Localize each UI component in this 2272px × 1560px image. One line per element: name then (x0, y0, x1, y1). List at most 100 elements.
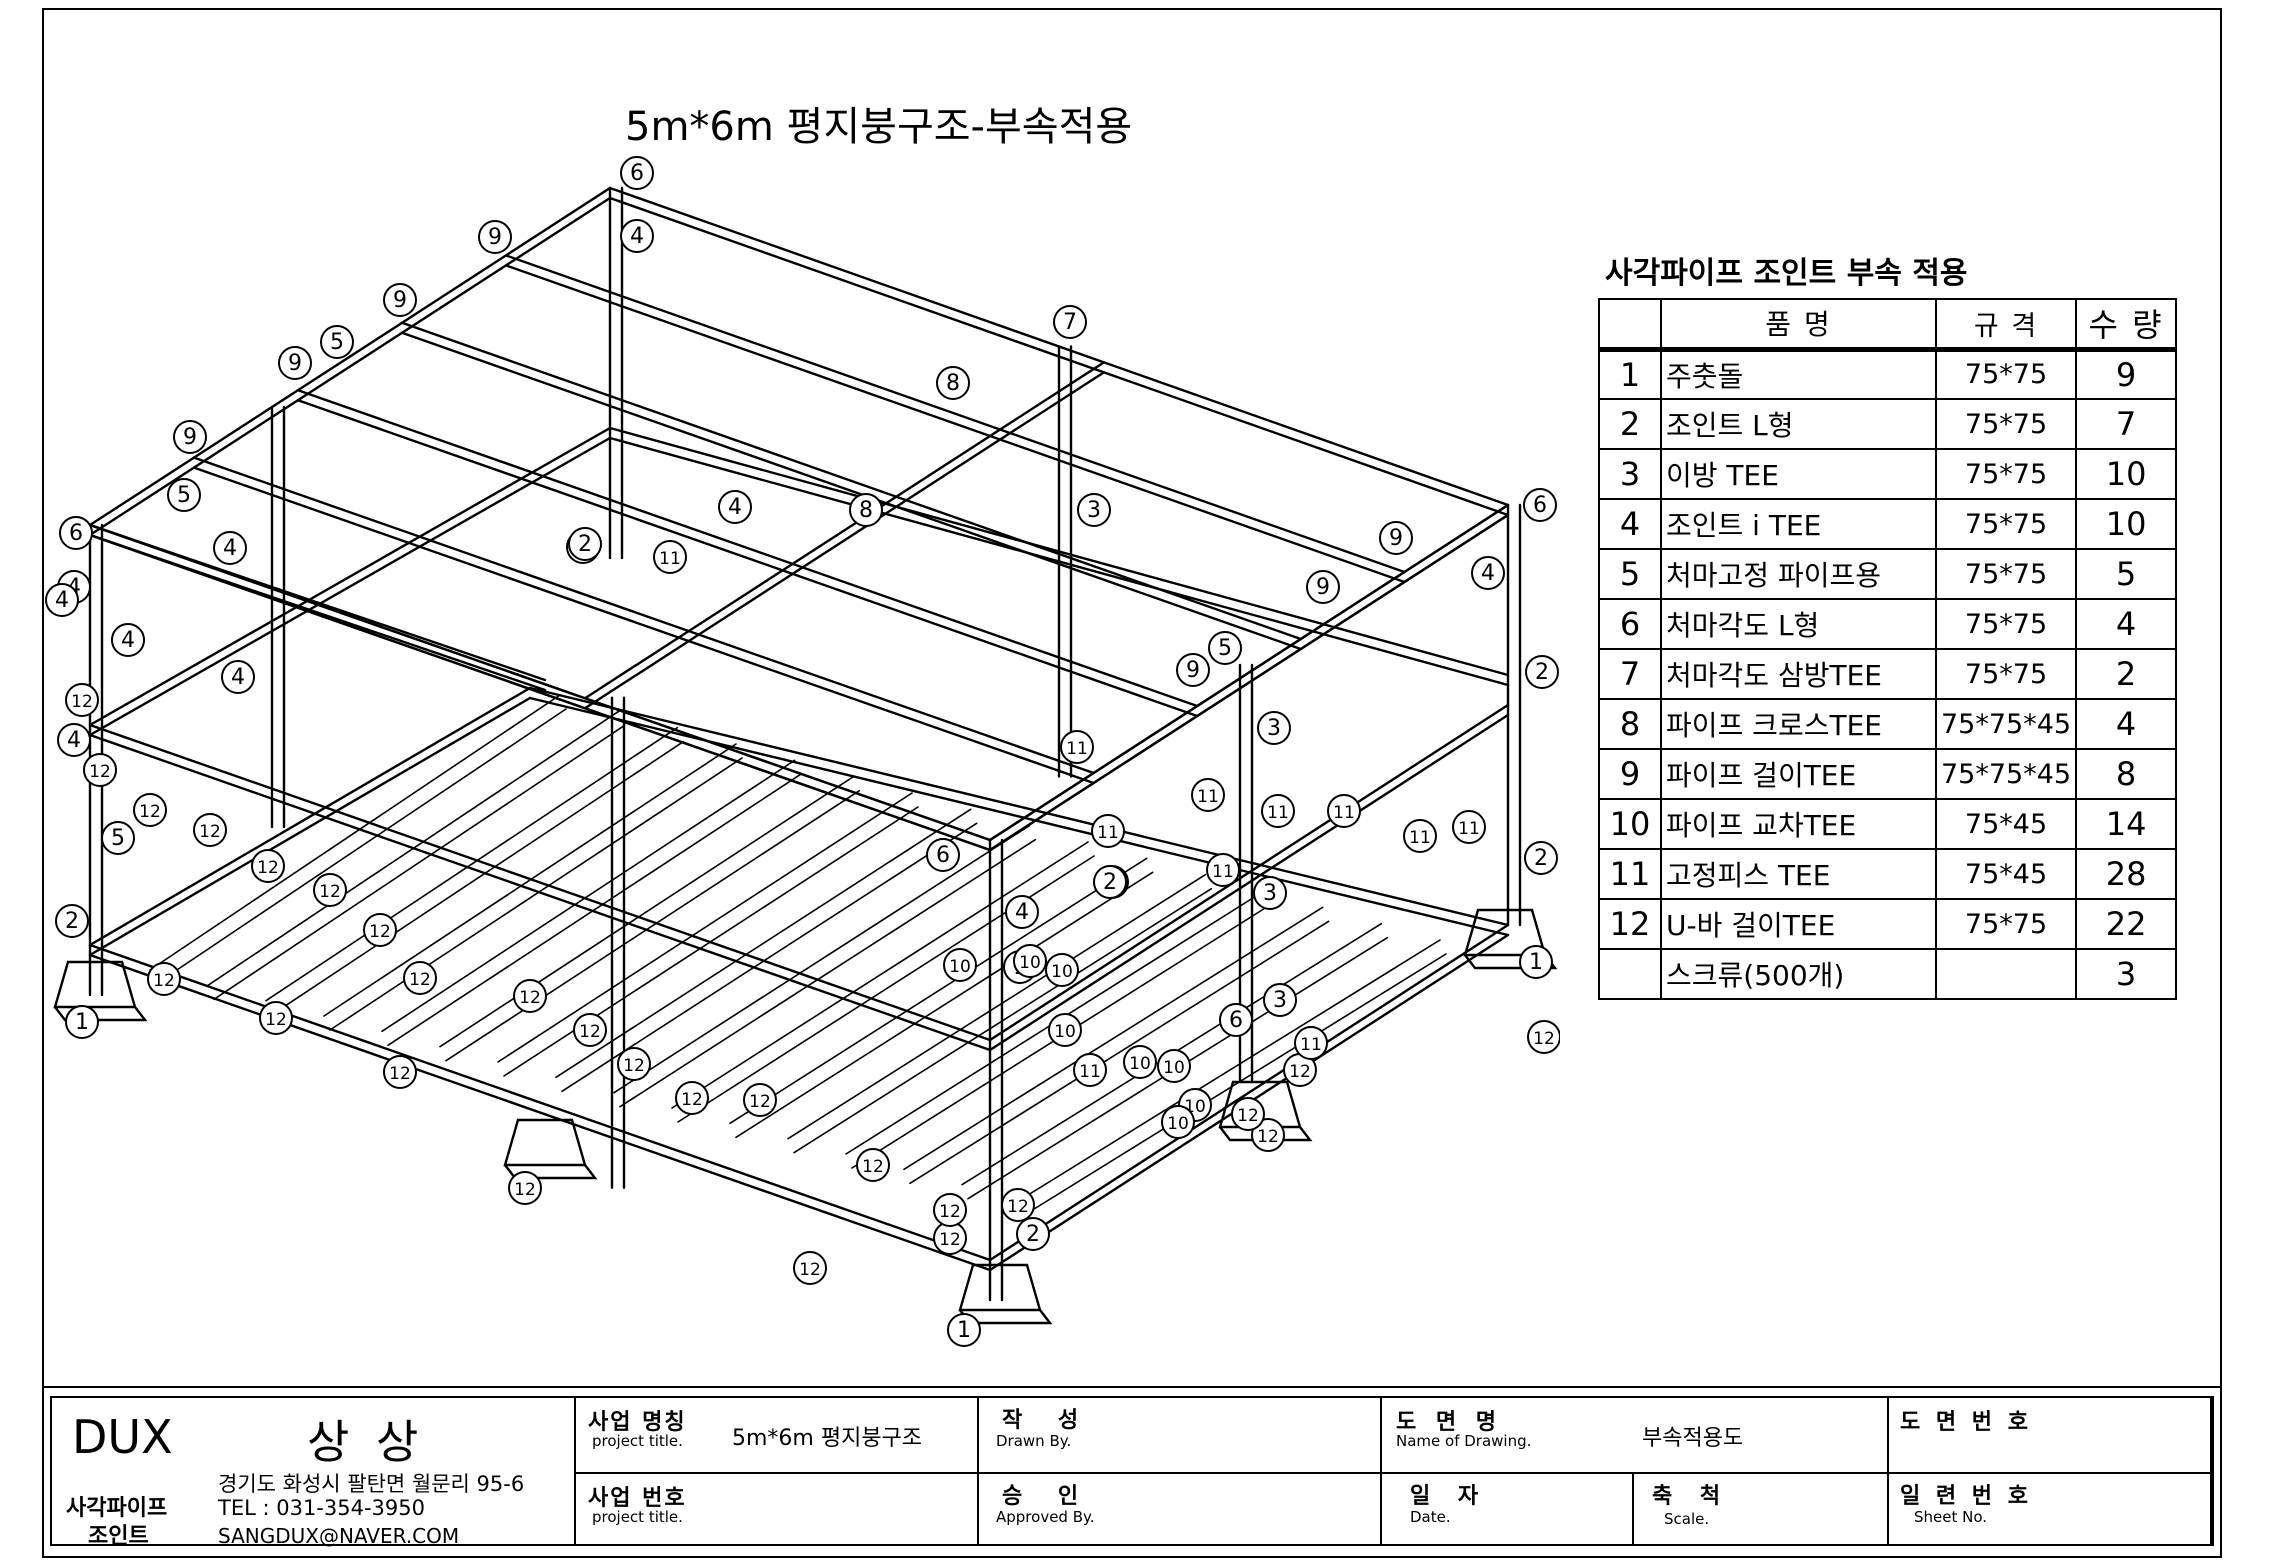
callout-marker: 4 (45, 583, 79, 617)
drawn-by-label-en: Drawn By. (996, 1432, 1072, 1450)
parts-cell-no: 4 (1598, 498, 1662, 550)
callout-label: 12 (519, 988, 541, 1008)
frame-member (583, 361, 1106, 700)
callout-circle (743, 1083, 777, 1117)
frame-member (1019, 939, 1441, 1201)
parts-cell-spec (1934, 948, 2078, 1000)
callout-label: 11 (1066, 739, 1088, 759)
frame-member (787, 873, 1207, 1140)
callout-circle (383, 1055, 417, 1089)
callout-label: 5 (177, 483, 191, 508)
callout-circle (856, 1148, 890, 1182)
callout-marker: 11 (1091, 814, 1125, 848)
callout-marker: 7 (1053, 305, 1087, 339)
callout-marker: 6 (1523, 488, 1557, 522)
parts-cell-no: 2 (1598, 398, 1662, 450)
parts-cell-name: 조인트 L형 (1660, 398, 1937, 450)
callout-circle (1206, 853, 1240, 887)
callout-circle (1093, 865, 1127, 899)
callout-marker: 9 (278, 346, 312, 380)
callout-marker: 10 (1045, 953, 1079, 987)
callout-circle (793, 1251, 827, 1285)
project-no-label-en: project title. (592, 1508, 683, 1526)
parts-cell-name: 주춧돌 (1660, 348, 1937, 400)
footing-stone (53, 960, 148, 1022)
callout-marker: 4 (1005, 895, 1039, 929)
company-name: 상 상 (307, 1415, 425, 1469)
frame-member (503, 806, 919, 1077)
frame-member (677, 855, 1095, 1123)
frame-member (88, 196, 612, 537)
parts-cell-qty: 9 (2075, 348, 2178, 400)
callout-circle (167, 478, 201, 512)
callout-marker: 5 (1208, 631, 1242, 665)
frame-member (387, 773, 802, 1047)
parts-cell-no: 9 (1598, 748, 1662, 800)
frame-member (555, 808, 972, 1079)
callout-marker: 12 (513, 979, 547, 1013)
callout-label: 12 (799, 1260, 821, 1280)
callout-marker: 4 (620, 219, 654, 253)
parts-cell-qty: 7 (2075, 398, 2178, 450)
callout-circle (59, 516, 93, 550)
parts-cell-name: 처마각도 L형 (1660, 598, 1937, 650)
company-address: 경기도 화성시 팔탄면 월문리 95-6 (218, 1472, 525, 1496)
callout-marker: 12 (313, 873, 347, 907)
parts-cell-spec: 75*75*45 (1934, 698, 2078, 750)
tb-divider (1887, 1398, 1889, 1544)
callout-circle (1161, 1105, 1195, 1139)
frame-member (909, 920, 1330, 1185)
callout-label: 12 (939, 1202, 961, 1222)
callout-circle (1523, 488, 1557, 522)
frame-member (538, 891, 992, 1052)
callout-label: 10 (1163, 1058, 1185, 1078)
callout-label: 9 (183, 425, 197, 450)
callout-marker: 12 (1231, 1097, 1265, 1131)
callout-label: 12 (265, 1010, 287, 1030)
callout-circle (620, 219, 654, 253)
frame-member (497, 792, 913, 1063)
drawing-name-label: 도 면 명 (1396, 1410, 1503, 1435)
frame-member (192, 466, 1095, 785)
callout-marker: 2 (1525, 655, 1559, 689)
frame-member (1025, 953, 1447, 1215)
parts-cell-spec: 75*75 (1934, 348, 2078, 400)
frame-member (538, 881, 992, 1042)
callout-marker: 9 (1306, 570, 1340, 604)
parts-cell-name: 처마각도 삼방TEE (1660, 648, 1937, 700)
callout-marker: 12 (933, 1193, 967, 1227)
callout-label: 12 (623, 1056, 645, 1076)
callout-label: 5 (111, 826, 125, 851)
parts-table-header: 품 명 규 격 수 량 (1598, 298, 2178, 352)
frame-member (439, 775, 855, 1048)
tb-divider (977, 1398, 979, 1544)
callout-label: 5 (1218, 636, 1232, 661)
callout-label: 10 (949, 957, 971, 977)
title-block: DUX 상 상 사각파이프 조인트 경기도 화성시 팔탄면 월문리 95-6 T… (42, 1386, 2222, 1560)
callout-label: 12 (369, 922, 391, 942)
callout-label: 8 (946, 371, 960, 396)
callout-label: 12 (862, 1157, 884, 1177)
date-label: 일 자 (1410, 1484, 1489, 1509)
company-tel: TEL : 031-354-3950 (218, 1496, 425, 1520)
parts-cell-no (1598, 948, 1662, 1000)
callout-circle (1257, 711, 1291, 745)
callout-layer: 6499599564444452112121212121788344211694… (45, 156, 1560, 1347)
callout-circle (403, 961, 437, 995)
callout-marker: 5 (101, 821, 135, 855)
callout-marker: 4 (111, 623, 145, 657)
callout-marker: 3 (1263, 983, 1297, 1017)
callout-circle (653, 540, 687, 574)
parts-cell-no: 11 (1598, 848, 1662, 900)
frame-member (583, 371, 1106, 710)
callout-circle (363, 913, 397, 947)
callout-label: 7 (1063, 310, 1077, 335)
callout-label: 12 (1007, 1197, 1029, 1217)
callout-marker: 12 (133, 793, 167, 827)
callout-circle (55, 904, 89, 938)
callout-label: 4 (728, 495, 742, 520)
company-email: SANGDUX@NAVER.COM (218, 1524, 460, 1548)
callout-marker: 4 (57, 723, 91, 757)
